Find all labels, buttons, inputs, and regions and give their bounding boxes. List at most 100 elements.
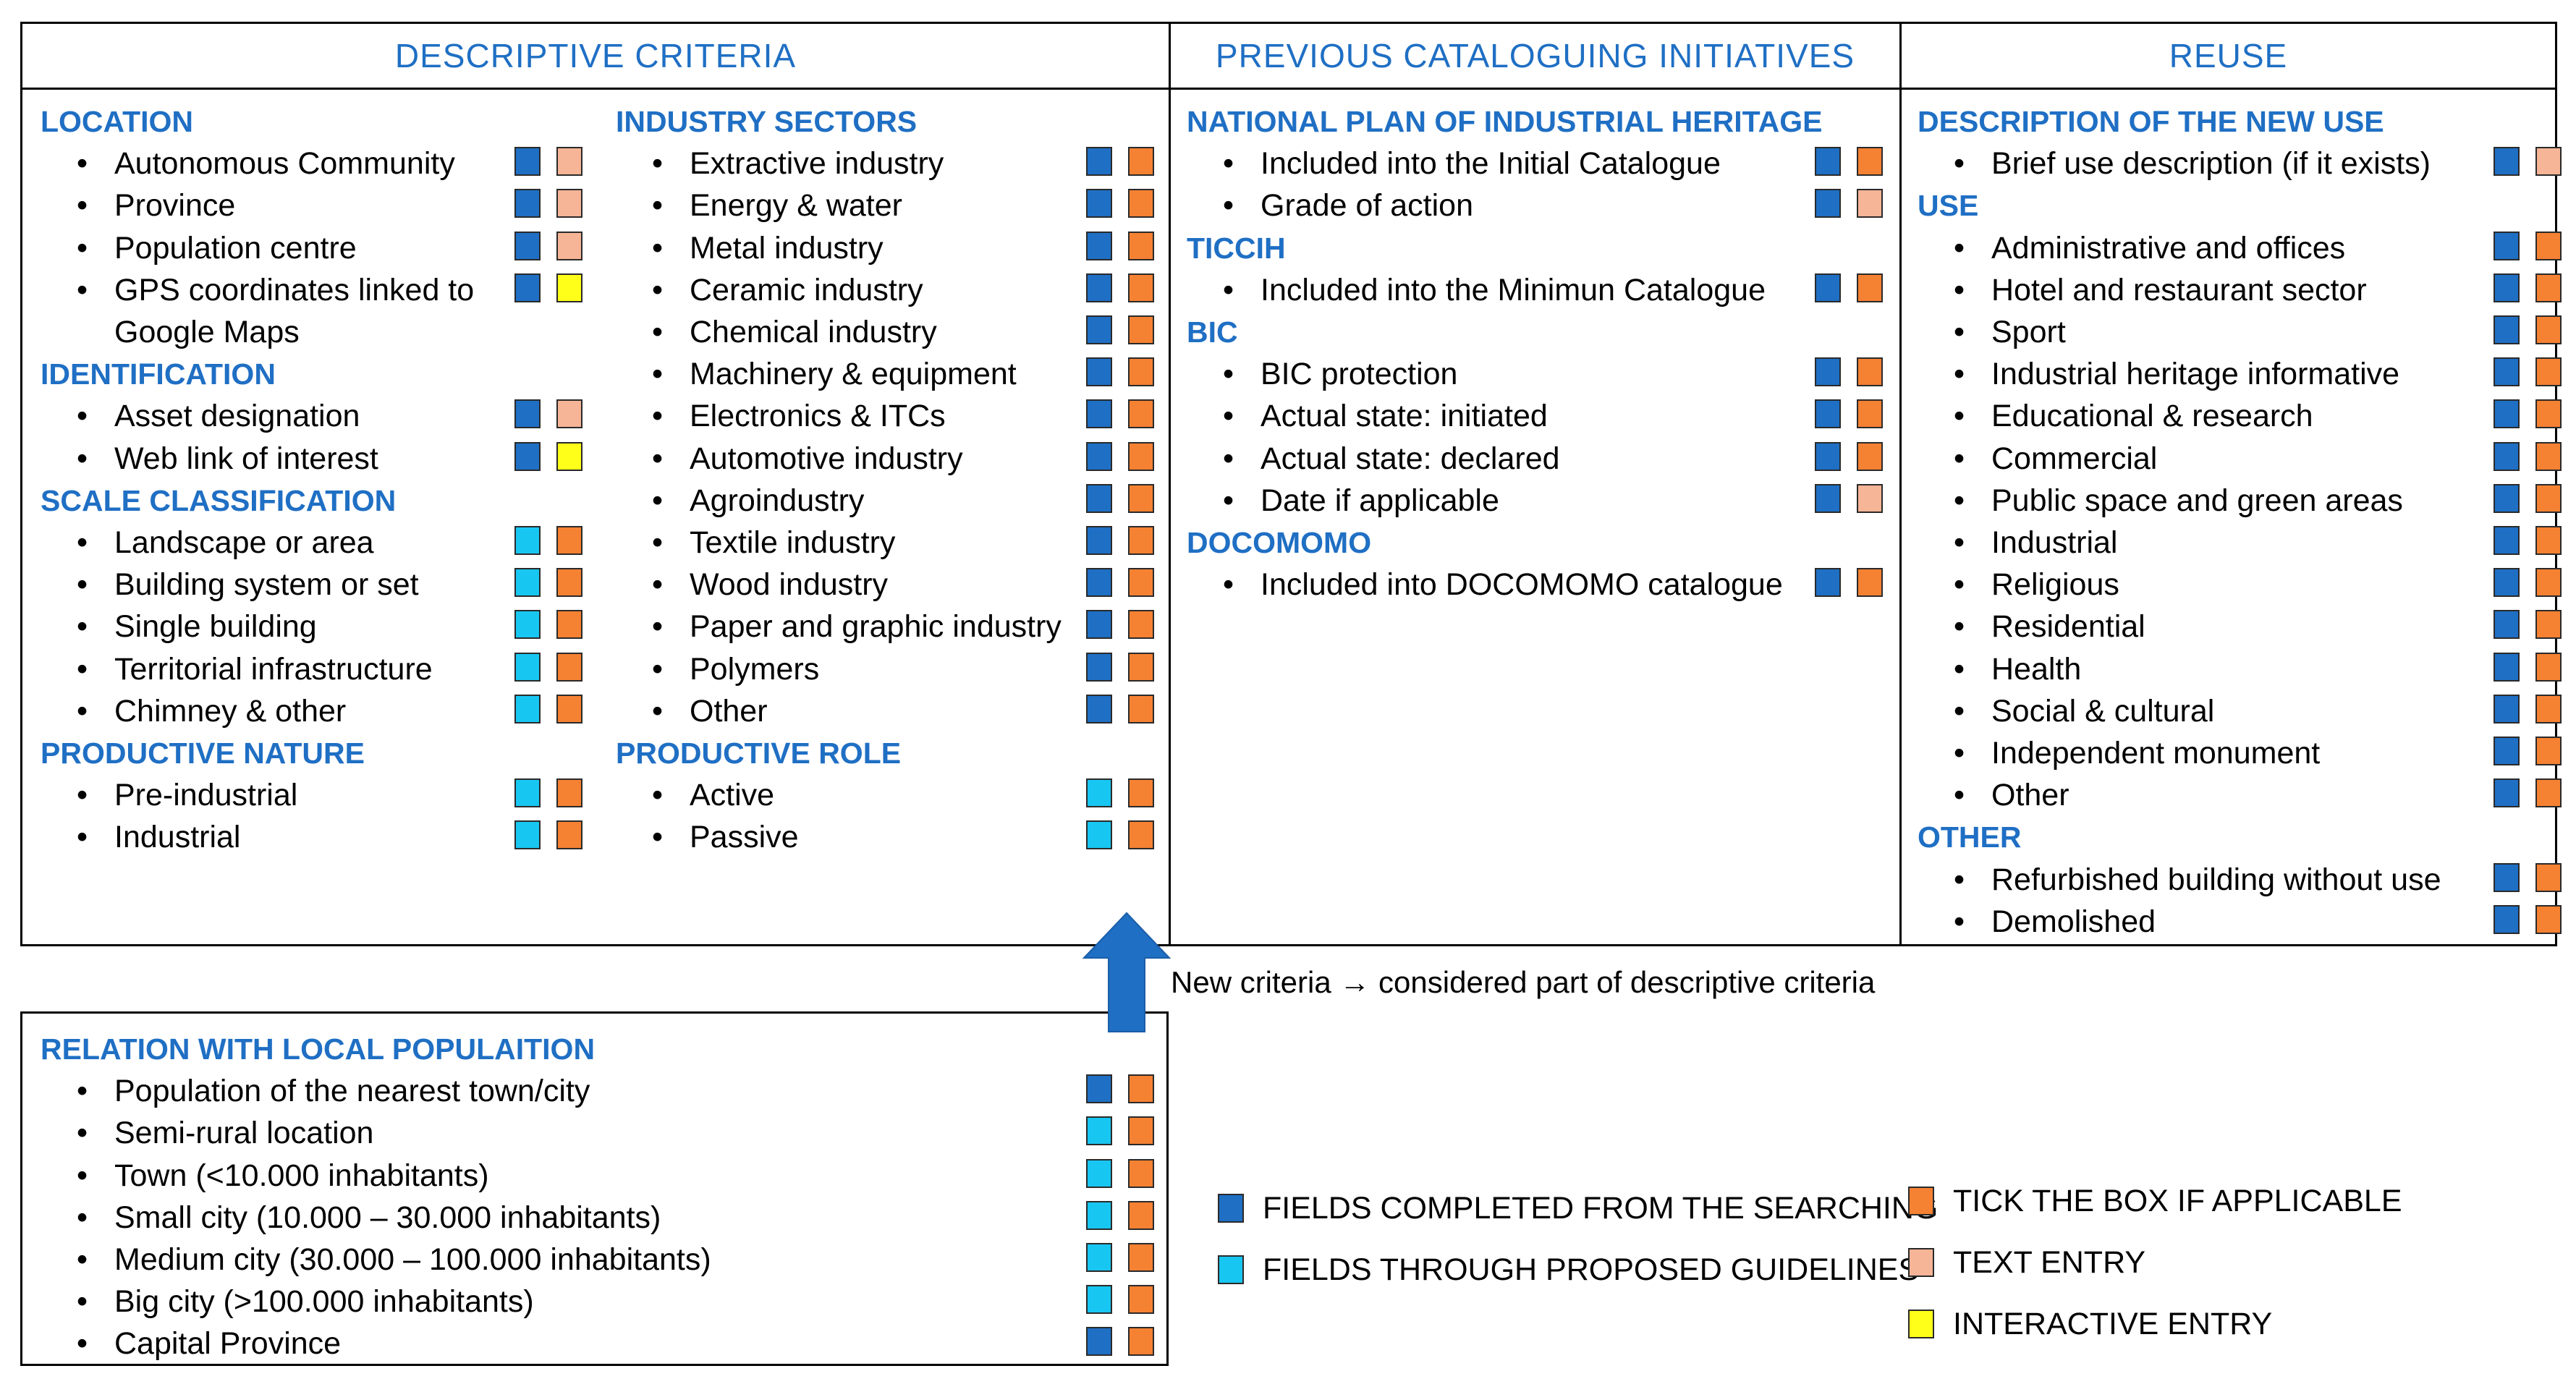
source-swatch	[1815, 399, 1841, 429]
entry-checkbox[interactable]	[1128, 652, 1154, 682]
source-swatch	[1086, 1285, 1112, 1315]
entry-checkbox[interactable]	[556, 399, 582, 429]
list-item: •Other	[652, 693, 768, 729]
entry-checkbox[interactable]	[1128, 1116, 1154, 1146]
list-item: •Residential	[1954, 608, 2145, 645]
entry-checkbox[interactable]	[2535, 526, 2562, 555]
entry-checkbox[interactable]	[1128, 820, 1154, 850]
list-item: •Landscape or area	[77, 525, 374, 561]
entry-checkbox[interactable]	[2535, 147, 2562, 177]
legend-label-searching: FIELDS COMPLETED FROM THE SEARCHING	[1263, 1191, 1939, 1226]
entry-checkbox[interactable]	[2535, 904, 2562, 934]
section-title-national-plan-of-industrial-heritage: NATIONAL PLAN OF INDUSTRIAL HERITAGE	[1187, 105, 1823, 138]
legend-label-text-entry: TEXT ENTRY	[1953, 1245, 2146, 1280]
entry-checkbox[interactable]	[556, 189, 582, 218]
list-item: •Active	[652, 777, 774, 813]
entry-checkbox[interactable]	[1128, 1243, 1154, 1272]
entry-checkbox[interactable]	[1128, 1285, 1154, 1315]
legend-label-interactive: INTERACTIVE ENTRY	[1953, 1307, 2273, 1341]
list-item: •Brief use description (if it exists)	[1954, 145, 2431, 182]
entry-checkbox[interactable]	[1128, 610, 1154, 640]
list-item: •Other	[1954, 777, 2069, 813]
entry-checkbox[interactable]	[556, 147, 582, 177]
bullet-icon: •	[1954, 693, 1965, 729]
source-swatch	[1086, 483, 1112, 513]
entry-checkbox[interactable]	[2535, 357, 2562, 387]
entry-checkbox[interactable]	[2535, 737, 2562, 765]
entry-checkbox[interactable]	[2535, 862, 2562, 892]
section-title-use: USE	[1918, 189, 1979, 223]
entry-checkbox[interactable]	[556, 610, 582, 640]
legend-label-tick: TICK THE BOX IF APPLICABLE	[1953, 1184, 2402, 1218]
entry-checkbox[interactable]	[2535, 568, 2562, 598]
entry-checkbox[interactable]	[556, 652, 582, 682]
entry-checkbox[interactable]	[1857, 189, 1883, 218]
entry-checkbox[interactable]	[1857, 441, 1883, 471]
entry-checkbox[interactable]	[2535, 694, 2562, 723]
entry-checkbox[interactable]	[556, 441, 582, 471]
entry-checkbox[interactable]	[1857, 273, 1883, 302]
entry-checkbox[interactable]	[2535, 778, 2562, 808]
entry-checkbox[interactable]	[2535, 441, 2562, 471]
entry-checkbox[interactable]	[1857, 399, 1883, 429]
legend-swatch-yellow	[1908, 1310, 1934, 1338]
entry-checkbox[interactable]	[1128, 189, 1154, 218]
item-label: Religious	[1991, 567, 2119, 603]
entry-checkbox[interactable]	[1857, 147, 1883, 177]
entry-checkbox[interactable]	[1128, 273, 1154, 302]
bullet-icon: •	[77, 609, 88, 645]
entry-checkbox[interactable]	[1128, 315, 1154, 344]
entry-checkbox[interactable]	[556, 778, 582, 808]
entry-checkbox[interactable]	[1128, 1074, 1154, 1104]
item-label: Automotive industry	[690, 441, 963, 476]
entry-checkbox[interactable]	[2535, 483, 2562, 513]
source-swatch	[1815, 441, 1841, 471]
legend-swatch-peach	[1908, 1248, 1934, 1277]
entry-checkbox[interactable]	[1128, 1200, 1154, 1230]
bullet-icon: •	[1954, 609, 1965, 645]
entry-checkbox[interactable]	[1128, 568, 1154, 598]
item-label: Date if applicable	[1261, 483, 1499, 518]
legend-swatch-dark-blue	[1218, 1194, 1244, 1223]
bullet-icon: •	[1223, 188, 1234, 224]
bullet-icon: •	[1954, 315, 1965, 349]
entry-checkbox[interactable]	[2535, 610, 2562, 640]
entry-checkbox[interactable]	[1128, 231, 1154, 260]
bullet-icon: •	[652, 483, 664, 518]
entry-checkbox[interactable]	[1128, 1158, 1154, 1188]
item-label: Web link of interest	[114, 441, 378, 476]
entry-checkbox[interactable]	[2535, 273, 2562, 302]
entry-checkbox[interactable]	[1128, 147, 1154, 177]
entry-checkbox[interactable]	[1857, 483, 1883, 513]
entry-checkbox[interactable]	[1128, 778, 1154, 808]
entry-checkbox[interactable]	[1857, 568, 1883, 598]
item-label: Active	[690, 778, 775, 813]
entry-checkbox[interactable]	[1857, 357, 1883, 387]
descriptive-column: DESCRIPTIVE CRITERIA LOCATION•Autonomous…	[22, 24, 1171, 944]
list-item: •Energy & water	[652, 187, 902, 224]
entry-checkbox[interactable]	[2535, 231, 2562, 260]
item-label: Province	[114, 188, 236, 224]
bullet-icon: •	[77, 230, 88, 266]
entry-checkbox[interactable]	[1128, 483, 1154, 513]
entry-checkbox[interactable]	[556, 694, 582, 723]
entry-checkbox[interactable]	[2535, 399, 2562, 429]
bullet-icon: •	[652, 146, 664, 182]
entry-checkbox[interactable]	[1128, 694, 1154, 723]
entry-checkbox[interactable]	[1128, 526, 1154, 555]
entry-checkbox[interactable]	[556, 526, 582, 555]
bullet-icon: •	[652, 357, 664, 392]
item-label: Wood industry	[690, 567, 889, 603]
entry-checkbox[interactable]	[2535, 652, 2562, 682]
entry-checkbox[interactable]	[1128, 357, 1154, 387]
list-item: •GPS coordinates linked to	[77, 272, 474, 308]
entry-checkbox[interactable]	[1128, 1327, 1154, 1357]
source-swatch	[1086, 1200, 1112, 1230]
entry-checkbox[interactable]	[556, 231, 582, 260]
entry-checkbox[interactable]	[556, 273, 582, 302]
entry-checkbox[interactable]	[556, 820, 582, 850]
entry-checkbox[interactable]	[1128, 441, 1154, 471]
entry-checkbox[interactable]	[2535, 315, 2562, 344]
entry-checkbox[interactable]	[1128, 399, 1154, 429]
entry-checkbox[interactable]	[556, 568, 582, 598]
